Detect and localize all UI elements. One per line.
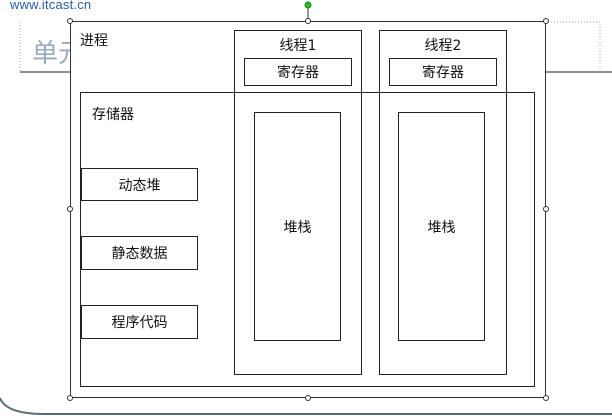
resize-handle-right[interactable] [543, 206, 549, 212]
resize-handle-bottom-left[interactable] [67, 395, 73, 401]
process-label: 进程 [80, 33, 108, 49]
register-label: 寄存器 [422, 65, 464, 81]
memory-item-label: 程序代码 [111, 315, 168, 331]
memory-item-static-data: 静态数据 [81, 236, 198, 270]
site-url: www.itcast.cn [10, 0, 92, 12]
thread-2-register: 寄存器 [389, 58, 497, 86]
thread-1-stack: 堆栈 [254, 112, 341, 341]
memory-region [80, 92, 535, 387]
thread-1-register: 寄存器 [244, 58, 352, 86]
memory-item-label: 动态堆 [118, 177, 161, 194]
memory-item-program-code: 程序代码 [81, 305, 198, 339]
resize-handle-top-right[interactable] [543, 18, 549, 24]
thread-2-box [379, 30, 507, 375]
memory-label: 存储器 [92, 107, 134, 123]
stack-label: 堆栈 [427, 219, 456, 236]
memory-item-label: 静态数据 [111, 246, 168, 262]
stack-label: 堆栈 [283, 219, 312, 236]
register-label: 寄存器 [277, 65, 319, 81]
memory-item-dynamic-heap: 动态堆 [81, 168, 198, 201]
thread-1-label: 线程1 [279, 38, 317, 54]
thread-2-stack: 堆栈 [398, 112, 485, 341]
resize-handle-bottom-right[interactable] [543, 395, 549, 401]
resize-handle-bottom[interactable] [305, 395, 311, 401]
resize-handle-top[interactable] [305, 18, 311, 24]
resize-handle-left[interactable] [67, 206, 73, 212]
thread-2-label: 线程2 [424, 38, 462, 54]
thread-1-box [234, 30, 362, 375]
resize-handle-top-left[interactable] [67, 18, 73, 24]
